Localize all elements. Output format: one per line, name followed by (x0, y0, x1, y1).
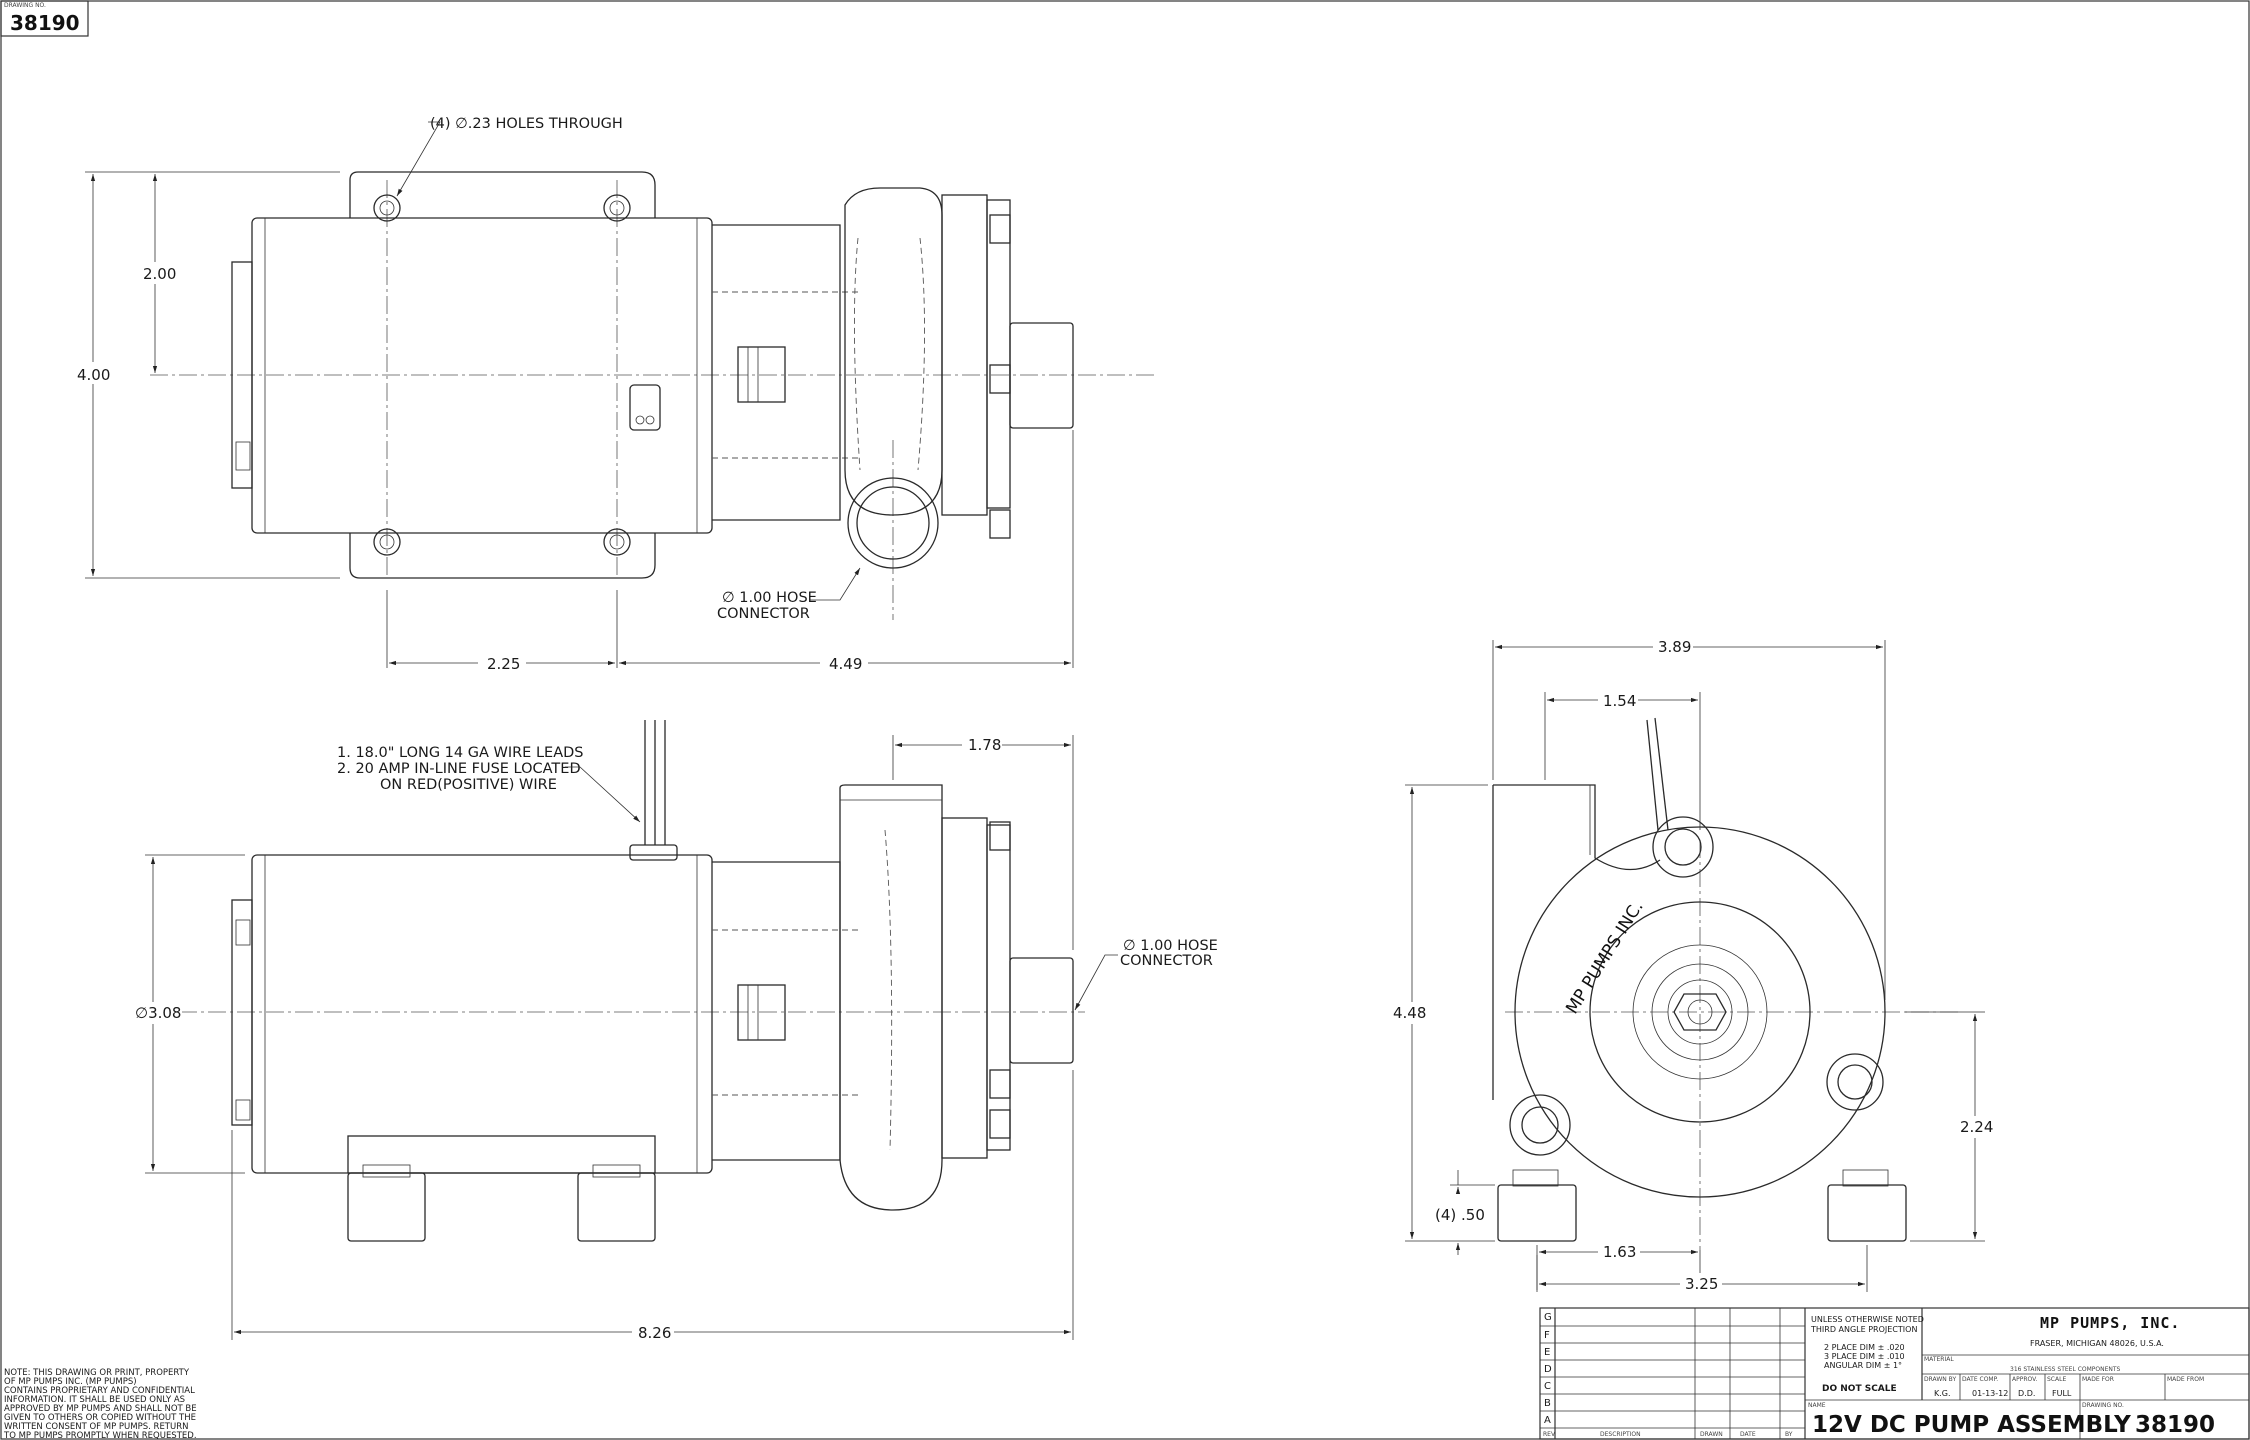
side-dim-overall-length: 8.26 (638, 1324, 671, 1342)
note-line-8: TO MP PUMPS PROMPTLY WHEN REQUESTED. (3, 1431, 197, 1440)
side-view: ∅3.08 1.78 8.26 1. 18.0" LONG 14 GA WIRE… (130, 720, 1218, 1343)
rev-row-f: F (1544, 1330, 1550, 1341)
tolerance-line1: UNLESS OTHERWISE NOTED (1811, 1315, 1924, 1324)
date-label: DATE COMP. (1962, 1376, 1998, 1383)
rev-header-date: DATE (1740, 1431, 1756, 1438)
corner-label: DRAWING NO. (4, 2, 46, 9)
side-dim-diameter: ∅3.08 (135, 1004, 181, 1022)
note-line-6: GIVEN TO OTHERS OR COPIED WITHOUT THE (4, 1413, 196, 1423)
end-dim-outlet-offset: 1.54 (1603, 692, 1636, 710)
wire-note-line3: ON RED(POSITIVE) WIRE (380, 777, 557, 793)
corner-number: 38190 (10, 11, 80, 35)
top-dim-hole-to-end: 4.49 (829, 655, 862, 673)
end-dim-foot-height: (4) .50 (1435, 1206, 1485, 1224)
end-brand-text: MP PUMPS INC. (1562, 898, 1647, 1018)
side-dim-outlet: 1.78 (968, 736, 1001, 754)
side-hose-note-line2: CONNECTOR (1120, 953, 1213, 969)
company-name: MP PUMPS, INC. (2040, 1314, 2180, 1332)
tolerance-line3: 2 PLACE DIM ± .020 (1824, 1343, 1905, 1352)
do-not-scale: DO NOT SCALE (1822, 1384, 1897, 1394)
date-value: 01-13-12 (1972, 1389, 2008, 1398)
drawn-by-value: K.G. (1934, 1389, 1951, 1398)
company-address: FRASER, MICHIGAN 48026, U.S.A. (2030, 1339, 2164, 1348)
note-line-5: APPROVED BY MP PUMPS AND SHALL NOT BE (4, 1404, 197, 1414)
tolerance-line5: ANGULAR DIM ± 1° (1824, 1361, 1902, 1370)
end-dim-center-offset: 1.63 (1603, 1243, 1636, 1261)
note-line-2: OF MP PUMPS INC. (MP PUMPS) (4, 1377, 137, 1387)
corner-drawing-number: DRAWING NO. 38190 (0, 0, 89, 37)
end-dim-width-total: 3.89 (1658, 638, 1691, 656)
top-hose-note-line1: ∅ 1.00 HOSE (722, 590, 817, 606)
rev-header-by: BY (1785, 1431, 1793, 1438)
wire-note-line1: 1. 18.0" LONG 14 GA WIRE LEADS (337, 745, 584, 761)
rev-row-c: C (1544, 1381, 1551, 1392)
drawn-by-label: DRAWN BY (1924, 1376, 1956, 1383)
tolerance-line4: 3 PLACE DIM ± .010 (1824, 1352, 1905, 1361)
drawing-no-label: DRAWING NO. (2082, 1402, 2124, 1409)
scale-label: SCALE (2047, 1376, 2066, 1383)
title-block: G F E D C B A REV DESCRIPTION DRAWN DATE… (1539, 1307, 2250, 1440)
material-label: MATERIAL (1924, 1356, 1954, 1363)
drawing-no-value: 38190 (2135, 1412, 2215, 1438)
made-for-label: MADE FOR (2082, 1376, 2114, 1383)
note-line-7: WRITTEN CONSENT OF MP PUMPS. RETURN (4, 1422, 189, 1432)
end-view: MP PUMPS INC. 3.89 1.54 4.48 2.24 (4) .5… (1390, 636, 1997, 1295)
rev-header-description: DESCRIPTION (1600, 1431, 1641, 1438)
end-dim-foot-span: 3.25 (1685, 1275, 1718, 1293)
scale-value: FULL (2052, 1389, 2072, 1398)
material-value: 316 STAINLESS STEEL COMPONENTS (2010, 1366, 2121, 1373)
end-dim-height-total: 4.48 (1393, 1004, 1426, 1022)
top-hose-note-line2: CONNECTOR (717, 606, 810, 622)
holes-note: (4) ∅.23 HOLES THROUGH (430, 116, 623, 132)
note-line-1: NOTE: THIS DRAWING OR PRINT, PROPERTY (4, 1368, 190, 1378)
top-view: 4.00 2.00 2.25 4.49 (4) ∅.23 HOLES THROU… (65, 116, 1155, 674)
top-dim-hole-spacing: 2.25 (487, 655, 520, 673)
confidentiality-note: NOTE: THIS DRAWING OR PRINT, PROPERTY OF… (3, 1368, 197, 1440)
note-line-3: CONTAINS PROPRIETARY AND CONFIDENTIAL (4, 1386, 195, 1396)
rev-row-a: A (1544, 1415, 1551, 1426)
note-line-4: INFORMATION. IT SHALL BE USED ONLY AS (4, 1395, 185, 1405)
rev-header-rev: REV (1543, 1431, 1556, 1438)
top-dim-height-half: 2.00 (143, 265, 176, 283)
wire-note-line2: 2. 20 AMP IN-LINE FUSE LOCATED (337, 761, 581, 777)
tolerance-line2: THIRD ANGLE PROJECTION (1810, 1325, 1917, 1334)
rev-row-g: G (1544, 1312, 1552, 1323)
name-label: NAME (1808, 1402, 1826, 1409)
approved-value: D.D. (2018, 1389, 2035, 1398)
rev-row-d: D (1544, 1364, 1552, 1375)
rev-header-drawn: DRAWN (1700, 1431, 1723, 1438)
rev-row-e: E (1544, 1347, 1550, 1358)
approved-label: APPROV. (2012, 1376, 2037, 1383)
made-from-label: MADE FROM (2167, 1376, 2204, 1383)
side-hose-note-line1: ∅ 1.00 HOSE (1123, 938, 1218, 954)
drawing-title: 12V DC PUMP ASSEMBLY (1812, 1412, 2131, 1438)
rev-row-b: B (1544, 1398, 1551, 1409)
end-dim-center-height: 2.24 (1960, 1118, 1993, 1136)
top-dim-height-total: 4.00 (77, 366, 110, 384)
